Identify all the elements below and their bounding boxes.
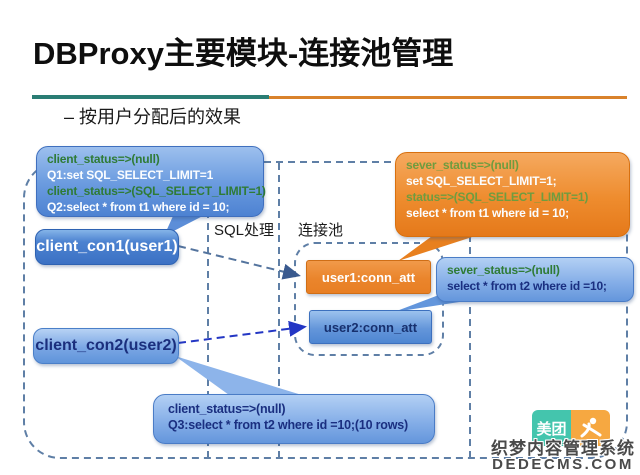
client1-status-line4: Q2:select * from t1 where id = 10; xyxy=(47,200,230,214)
server-status-callout: sever_status=>(null) set SQL_SELECT_LIMI… xyxy=(395,152,630,237)
server-status-line1: sever_status=>(null) xyxy=(406,158,519,172)
client1-status-line1: client_status=>(null) xyxy=(47,152,160,166)
zone-label-sql-processing: SQL处理 xyxy=(214,222,275,239)
page-title: DBProxy主要模块-连接池管理 xyxy=(33,36,454,71)
arrow-con2-to-user2 xyxy=(177,320,307,344)
watermark-line2: DEDECMS.COM xyxy=(492,456,634,473)
node-client-con1: client_con1(user1) xyxy=(35,229,179,265)
title-rule-teal xyxy=(32,95,269,99)
server2-status-callout: sever_status=>(null) select * from t2 wh… xyxy=(436,257,634,302)
client2-callout-tail xyxy=(175,356,318,400)
client2-status-callout: client_status=>(null) Q3:select * from t… xyxy=(153,394,435,444)
server-status-line3: status=>(SQL_SELECT_LIMIT=1) xyxy=(406,190,589,204)
watermark: 织梦内容管理系统 DEDECMS.COM xyxy=(488,440,638,472)
zone-label-connection-pool: 连接池 xyxy=(298,222,344,239)
diagram-outer-frame xyxy=(23,161,628,459)
server-status-line4: select * from t1 where id = 10; xyxy=(406,206,569,220)
client2-status-line1: client_status=>(null) xyxy=(168,402,286,416)
meituan-mascot-icon xyxy=(571,410,610,446)
meituan-logo-text: 美团 xyxy=(532,410,571,446)
meituan-logo: 美团 xyxy=(532,410,610,446)
client1-status-line3: client_status=>(SQL_SELECT_LIMIT=1) xyxy=(47,184,266,198)
node-user2-conn-att: user2:conn_att xyxy=(309,310,432,344)
watermark-line1: 织梦内容管理系统 xyxy=(491,439,635,458)
node-client-con2: client_con2(user2) xyxy=(33,328,179,364)
arrow-con1-to-user1 xyxy=(177,245,301,280)
server2-status-line1: sever_status=>(null) xyxy=(447,263,560,277)
client2-status-line2: Q3:select * from t2 where id =10;(10 row… xyxy=(168,418,408,432)
server2-status-line2: select * from t2 where id =10; xyxy=(447,279,607,293)
client1-status-line2: Q1:set SQL_SELECT_LIMIT=1 xyxy=(47,168,214,182)
title-rule-orange xyxy=(269,96,627,99)
server-status-line2: set SQL_SELECT_LIMIT=1; xyxy=(406,174,557,188)
slide-subtitle: – 按用户分配后的效果 xyxy=(64,107,242,127)
client1-status-callout: client_status=>(null) Q1:set SQL_SELECT_… xyxy=(36,146,266,217)
node-user1-conn-att: user1:conn_att xyxy=(306,260,431,294)
